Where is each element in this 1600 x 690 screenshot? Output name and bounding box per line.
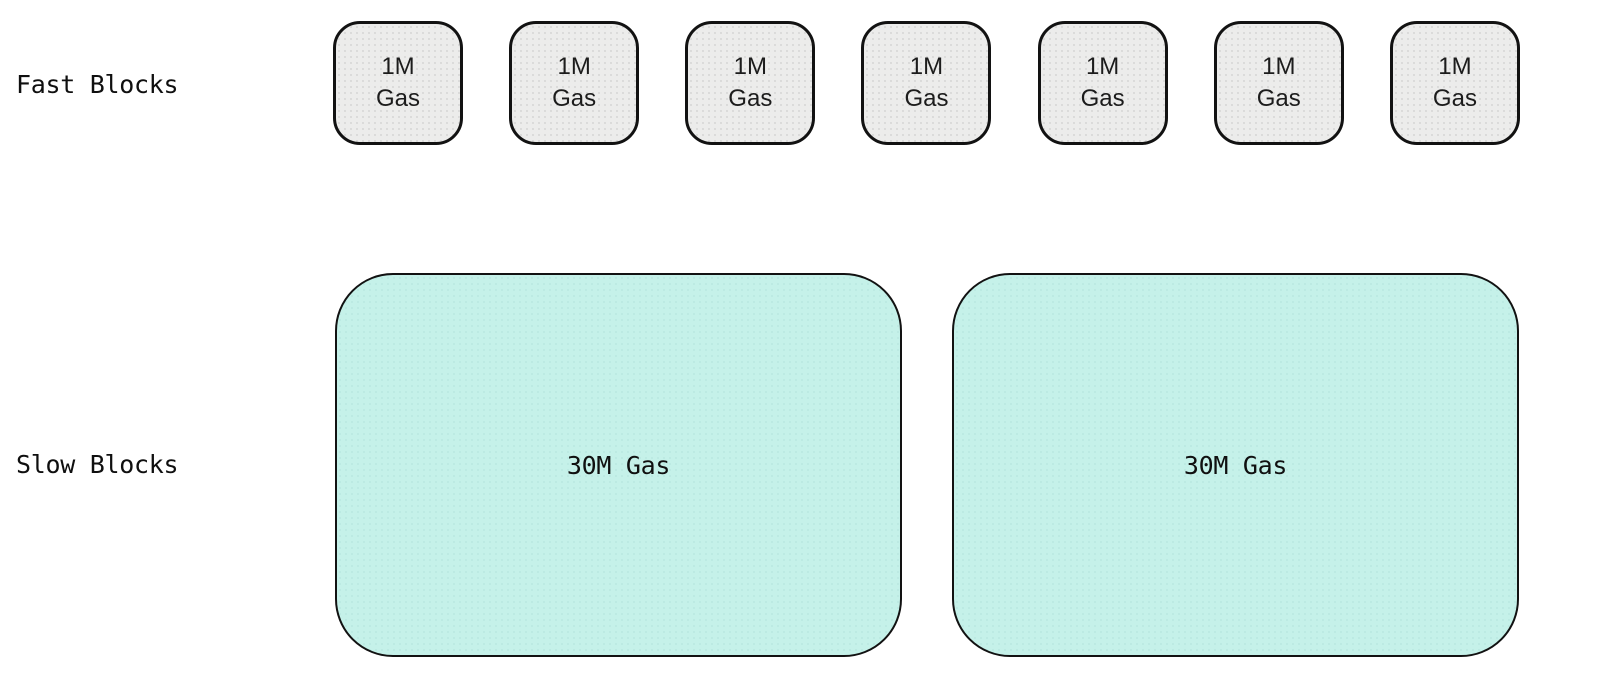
fast-block-gas-unit: Gas bbox=[1256, 85, 1301, 112]
fast-block: 1M Gas bbox=[1389, 21, 1520, 145]
slow-block-gas-label: 30M Gas bbox=[1183, 450, 1288, 480]
fast-block-gas-unit: Gas bbox=[375, 85, 420, 112]
fast-block-gas-unit: Gas bbox=[904, 85, 949, 112]
fast-block-gas-amount: 1M bbox=[1262, 53, 1296, 80]
slow-block-gas-label: 30M Gas bbox=[566, 450, 671, 480]
fast-block-gas-unit: Gas bbox=[1080, 85, 1125, 112]
fast-block: 1M Gas bbox=[1213, 21, 1344, 145]
fast-block-gas-amount: 1M bbox=[557, 53, 591, 80]
fast-blocks-row-label: Fast Blocks bbox=[16, 70, 179, 99]
fast-blocks-row: 1M Gas 1M Gas 1M Gas 1M Gas 1M Gas 1M Ga… bbox=[333, 21, 1520, 145]
fast-block: 1M Gas bbox=[509, 21, 640, 145]
fast-block-gas-amount: 1M bbox=[1085, 53, 1120, 80]
fast-block-gas-amount: 1M bbox=[1438, 53, 1472, 80]
fast-block-gas-amount: 1M bbox=[909, 53, 944, 80]
slow-blocks-row-label: Slow Blocks bbox=[16, 450, 179, 479]
fast-block-gas-unit: Gas bbox=[552, 85, 597, 112]
slow-blocks-row: 30M Gas 30M Gas bbox=[335, 273, 1519, 657]
fast-block-gas-amount: 1M bbox=[733, 53, 767, 80]
slow-block: 30M Gas bbox=[335, 273, 902, 657]
fast-block-gas-amount: 1M bbox=[381, 53, 415, 80]
fast-block: 1M Gas bbox=[1037, 21, 1168, 145]
fast-block-gas-unit: Gas bbox=[728, 85, 773, 112]
fast-block: 1M Gas bbox=[333, 21, 463, 145]
slow-block: 30M Gas bbox=[952, 273, 1519, 657]
fast-block: 1M Gas bbox=[685, 21, 816, 145]
fast-block: 1M Gas bbox=[861, 21, 992, 145]
fast-block-gas-unit: Gas bbox=[1432, 85, 1477, 112]
